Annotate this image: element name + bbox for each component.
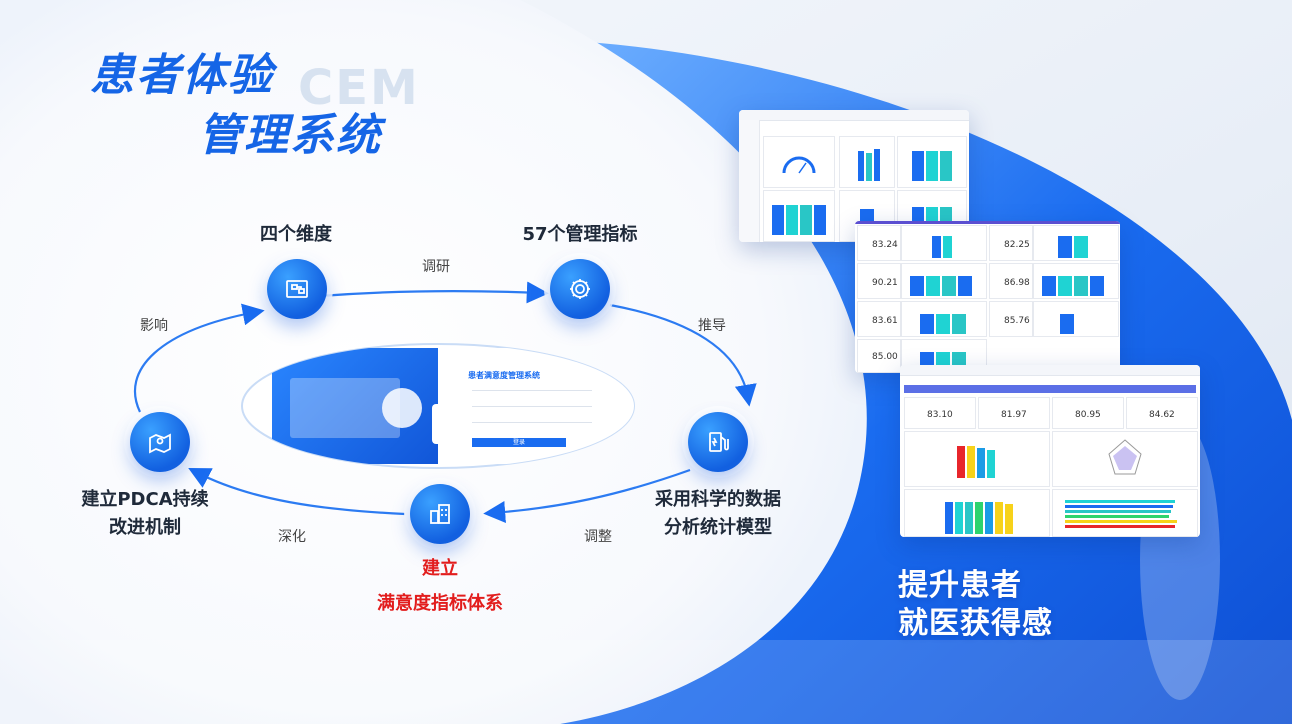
- arrow-label-deepen: 深化: [278, 529, 306, 545]
- dashboard-screenshot-bottom: 83.10 81.97 80.95 84.62: [900, 365, 1200, 537]
- node-label-data-model-2: 分析统计模型: [664, 517, 772, 538]
- score-b4: 84.62: [1149, 410, 1175, 420]
- score-4: 86.98: [1004, 278, 1030, 288]
- node-label-pdca-1: 建立PDCA持续: [81, 489, 209, 510]
- arrow-label-influence: 影响: [140, 318, 168, 334]
- score-3: 90.21: [872, 278, 898, 288]
- node-label-data-model-1: 采用科学的数据: [655, 489, 781, 510]
- node-data-model: [688, 412, 748, 472]
- node-label-57-indicators: 57个管理指标: [522, 224, 638, 245]
- score-b1: 83.10: [927, 410, 953, 420]
- preview-illustration: [272, 348, 444, 464]
- score-b2: 81.97: [1001, 410, 1027, 420]
- node-pdca: [130, 412, 190, 472]
- score-1: 83.24: [872, 240, 898, 250]
- map-pin-icon: [149, 433, 171, 454]
- score-2: 82.25: [1004, 240, 1030, 250]
- page-title-line2: 管理系统: [198, 110, 382, 161]
- title-ghost-text: CEM: [298, 60, 420, 116]
- node-label-satisfaction-2: 满意度指标体系: [377, 593, 503, 614]
- blueprint-icon: [286, 280, 308, 298]
- dashboard-screenshot-middle: 83.24 82.25 90.21 86.98 83.61 85.76 85.0…: [855, 221, 1120, 373]
- node-label-satisfaction-1: 建立: [422, 558, 458, 579]
- tagline-line2: 就医获得感: [898, 606, 1053, 641]
- fuel-pump-icon: [709, 432, 729, 452]
- gear-icon: [570, 279, 590, 299]
- score-7: 85.00: [872, 352, 898, 362]
- arrow-label-derive: 推导: [698, 318, 726, 334]
- tagline-line1: 提升患者: [898, 568, 1022, 603]
- node-four-dimensions: [267, 259, 327, 319]
- preview-header: 患者满意度管理系统: [468, 371, 540, 380]
- preview-login-button[interactable]: 登录: [472, 438, 566, 447]
- preview-form: 患者满意度管理系统 登录: [438, 348, 634, 464]
- node-label-pdca-2: 改进机制: [109, 517, 181, 538]
- score-5: 83.61: [872, 316, 898, 326]
- node-label-four-dimensions: 四个维度: [260, 224, 332, 245]
- node-satisfaction-system: [410, 484, 470, 544]
- page-title-line1: 患者体验: [90, 50, 274, 101]
- score-b3: 80.95: [1075, 410, 1101, 420]
- arrow-label-research: 调研: [422, 259, 450, 275]
- arrow-label-adjust: 调整: [584, 529, 612, 545]
- node-57-indicators: [550, 259, 610, 319]
- login-preview: 患者满意度管理系统 登录: [242, 344, 634, 468]
- buildings-icon: [430, 504, 450, 524]
- score-6: 85.76: [1004, 316, 1030, 326]
